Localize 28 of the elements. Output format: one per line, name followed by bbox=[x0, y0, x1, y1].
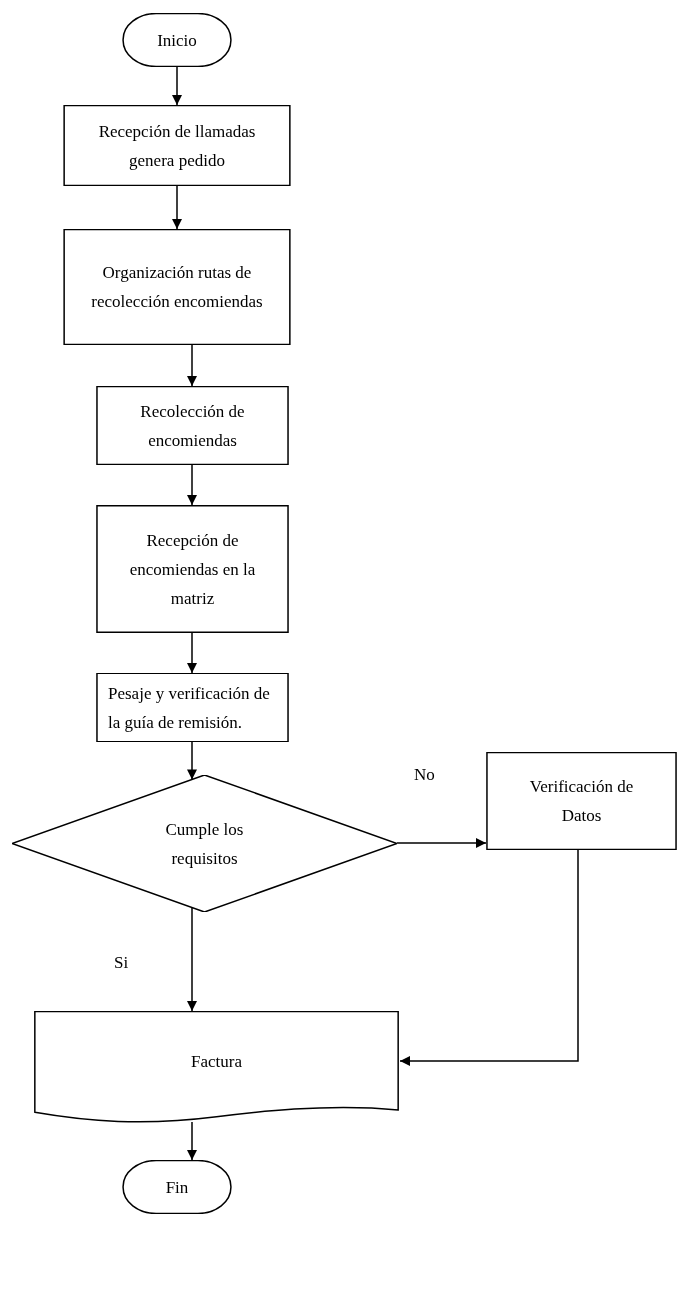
process-box bbox=[96, 505, 289, 633]
document-shape bbox=[33, 1011, 400, 1126]
decision-diamond bbox=[12, 775, 397, 912]
node-label: Inicio bbox=[156, 29, 198, 52]
arrow bbox=[172, 185, 182, 230]
arrow bbox=[187, 464, 197, 506]
node-label: Recolección de encomiendas bbox=[139, 400, 246, 452]
arrow bbox=[187, 906, 197, 1012]
node-label: Factura bbox=[190, 1051, 243, 1073]
arrow bbox=[187, 1121, 197, 1161]
node-label: Organización rutas de recolección encomiendas bbox=[90, 262, 264, 313]
arrow bbox=[399, 849, 579, 1066]
process-box bbox=[63, 229, 291, 345]
arrow bbox=[187, 632, 197, 674]
arrow bbox=[396, 838, 487, 848]
node-label: Recepción de encomiendas en la matriz bbox=[128, 529, 257, 610]
node-label: Verificación de Datos bbox=[528, 776, 635, 827]
process-box bbox=[96, 673, 289, 742]
process-box bbox=[486, 752, 677, 850]
node-label: Cumple los requisitos bbox=[164, 818, 245, 870]
process-box bbox=[63, 105, 291, 186]
node-label: Recepción de llamadas genera pedido bbox=[97, 120, 257, 172]
node-label: Fin bbox=[164, 1176, 190, 1199]
process-box bbox=[96, 386, 289, 465]
arrow bbox=[187, 344, 197, 387]
arrow bbox=[172, 66, 182, 106]
arrow bbox=[187, 741, 197, 781]
node-label: Pesaje y verificación de la guía de remisión. bbox=[107, 682, 271, 734]
